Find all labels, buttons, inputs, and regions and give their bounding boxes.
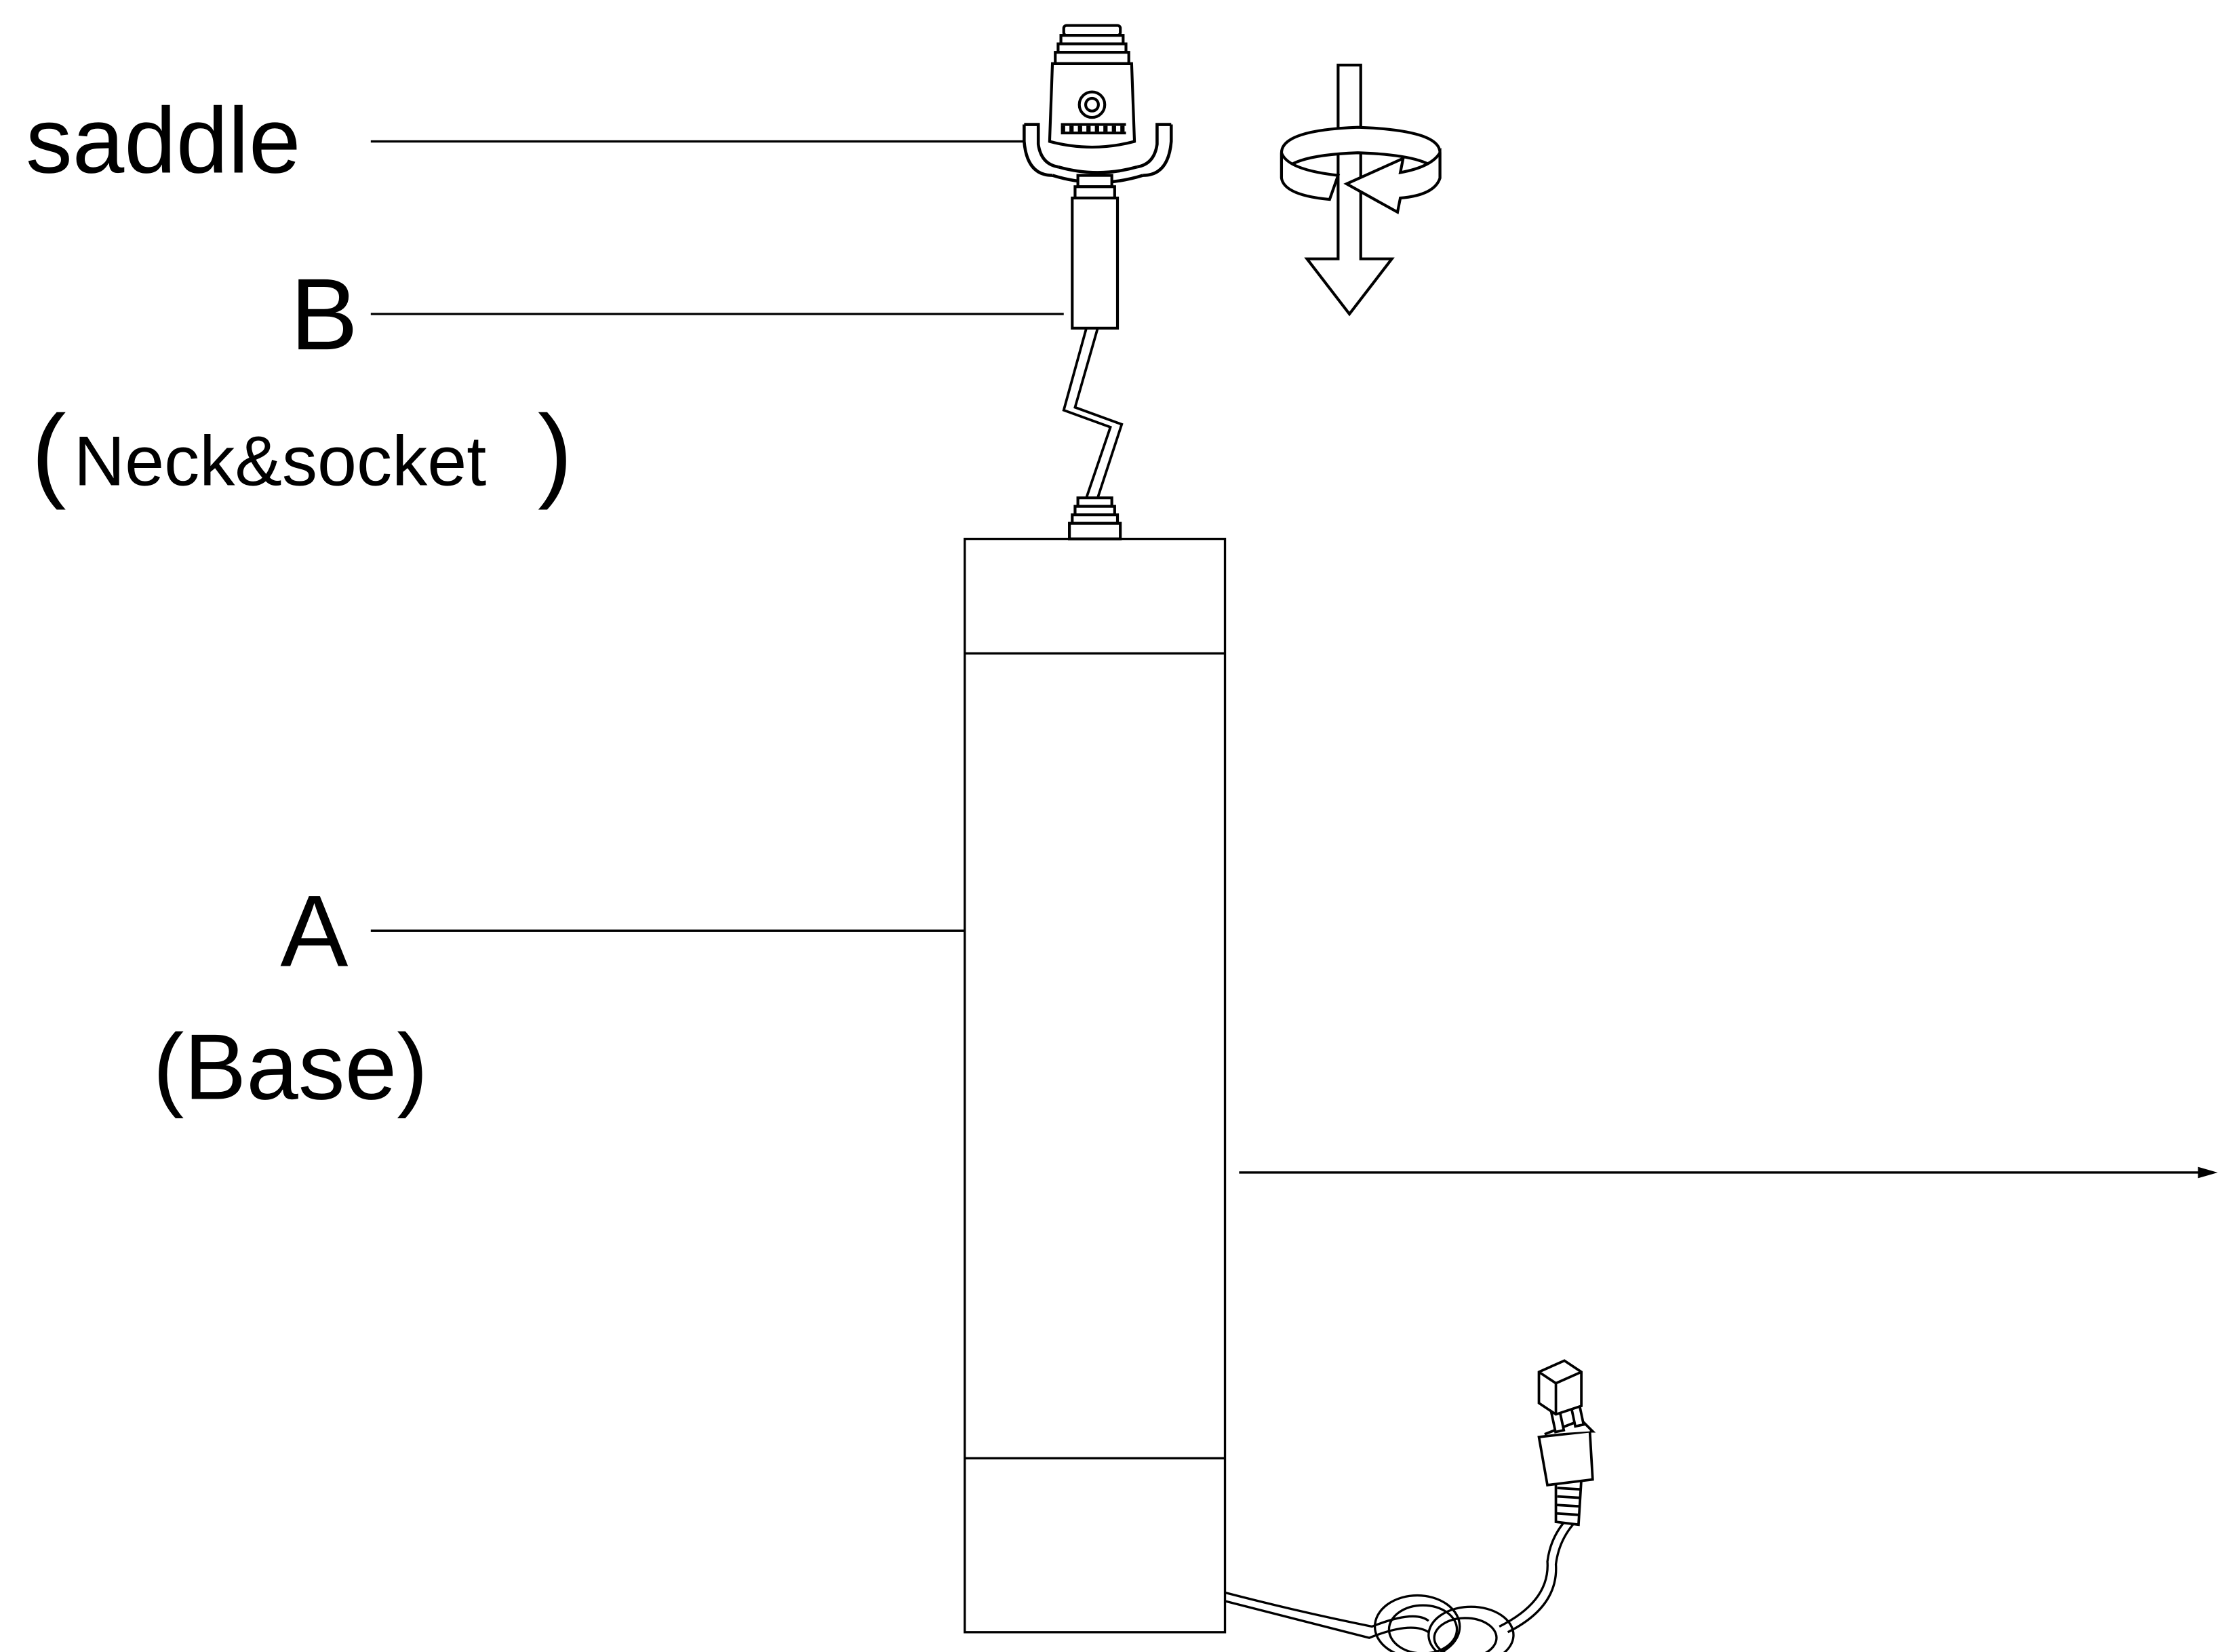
right-pointer-arrow xyxy=(1239,1166,2218,1179)
neck-tube xyxy=(1071,196,1120,330)
part-b-caption: ( Neck&socket ) xyxy=(31,393,572,511)
part-b-label: B xyxy=(290,257,358,371)
plug-cover-icon xyxy=(1537,1359,1583,1416)
socket-ribs xyxy=(1061,125,1125,132)
svg-text:(: ( xyxy=(31,393,66,511)
rotate-clockwise-arrow-icon xyxy=(1280,125,1442,215)
svg-text:): ) xyxy=(538,393,572,511)
neck-cord xyxy=(1062,328,1124,498)
lamp-base xyxy=(964,537,1227,1634)
part-a-label: A xyxy=(280,873,348,987)
saddle-label: saddle xyxy=(26,88,301,193)
power-cord xyxy=(1225,1521,1574,1652)
down-arrow-icon xyxy=(1304,63,1395,317)
power-plug-icon xyxy=(1537,1400,1596,1527)
saddle xyxy=(1023,123,1173,184)
base-top-nipple xyxy=(1068,496,1122,540)
part-a-caption: (Base) xyxy=(153,1015,428,1120)
saddle-nut xyxy=(1073,174,1116,200)
part-b-caption-text: Neck&socket xyxy=(74,422,486,500)
leader-lines xyxy=(370,140,1064,932)
